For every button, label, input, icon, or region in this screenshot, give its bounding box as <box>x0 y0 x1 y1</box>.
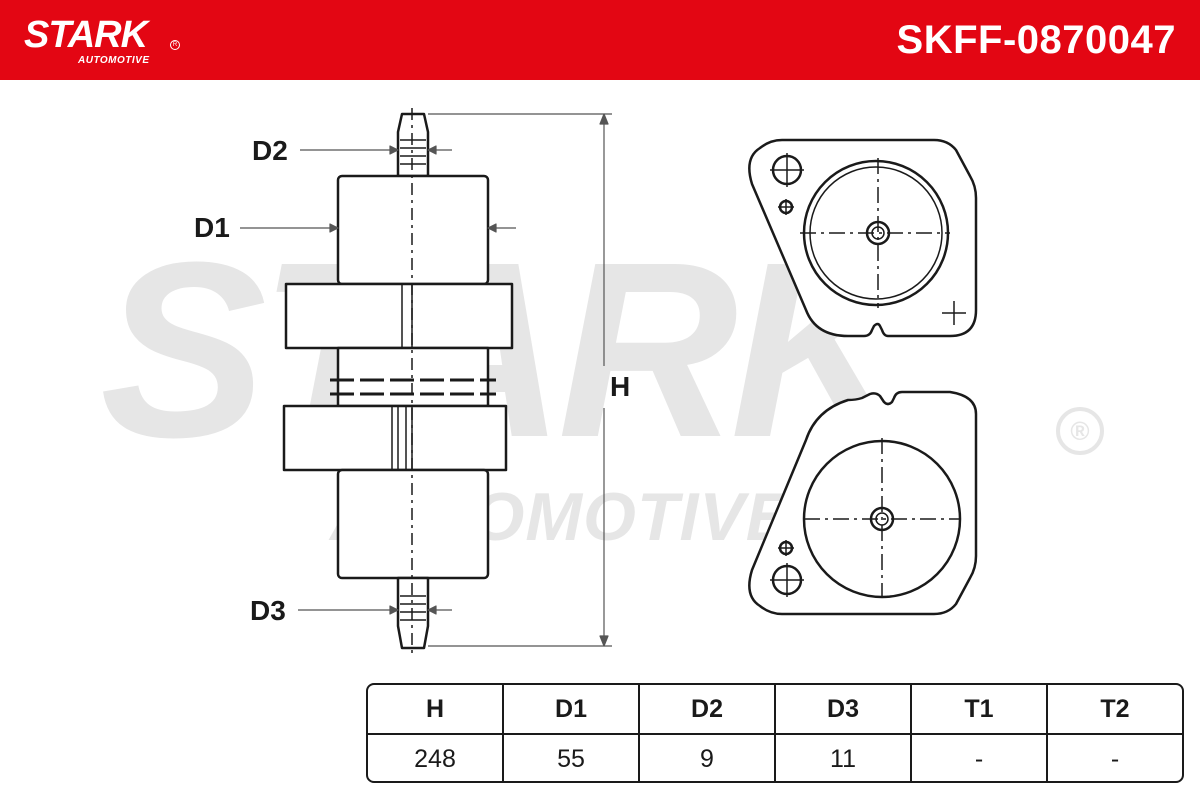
spec-value-t1: - <box>910 735 1046 781</box>
dimension-lines <box>240 113 612 647</box>
dimension-label-d2: D2 <box>252 135 288 166</box>
brand-tagline: AUTOMOTIVE <box>78 55 150 66</box>
flange-bottom-view <box>748 390 978 616</box>
spec-value-h: 248 <box>414 744 456 773</box>
spec-table-header-row: H D1 D2 D3 T1 T2 <box>368 685 1182 733</box>
spec-table-value-row: 248 55 9 11 - - <box>368 733 1182 781</box>
header-bar: STARK R AUTOMOTIVE SKFF-0870047 <box>0 0 1200 80</box>
spec-header-d2: D2 <box>638 685 774 733</box>
dimension-label-h: H <box>610 371 631 402</box>
spec-value-t2: - <box>1046 735 1182 781</box>
part-number: SKFF-0870047 <box>896 18 1176 62</box>
spec-value-d1: 55 <box>502 735 638 781</box>
dimension-label-d1: D1 <box>194 212 230 243</box>
registered-icon: R <box>170 40 180 50</box>
spec-header-t1: T1 <box>910 685 1046 733</box>
spec-header-h: H <box>425 694 445 723</box>
flange-top-view <box>748 138 978 338</box>
spec-header-d1: D1 <box>502 685 638 733</box>
spec-table: H D1 D2 D3 T1 T2 248 55 9 11 - - <box>366 683 1184 783</box>
dimension-label-d3: D3 <box>250 595 286 626</box>
filter-side-view <box>282 108 514 655</box>
spec-value-d2: 9 <box>638 735 774 781</box>
brand-name: STARK <box>24 14 148 56</box>
spec-header-t2: T2 <box>1046 685 1182 733</box>
spec-value-d3: 11 <box>774 735 910 781</box>
spec-header-d3: D3 <box>774 685 910 733</box>
stark-logo: STARK R AUTOMOTIVE <box>20 10 190 70</box>
